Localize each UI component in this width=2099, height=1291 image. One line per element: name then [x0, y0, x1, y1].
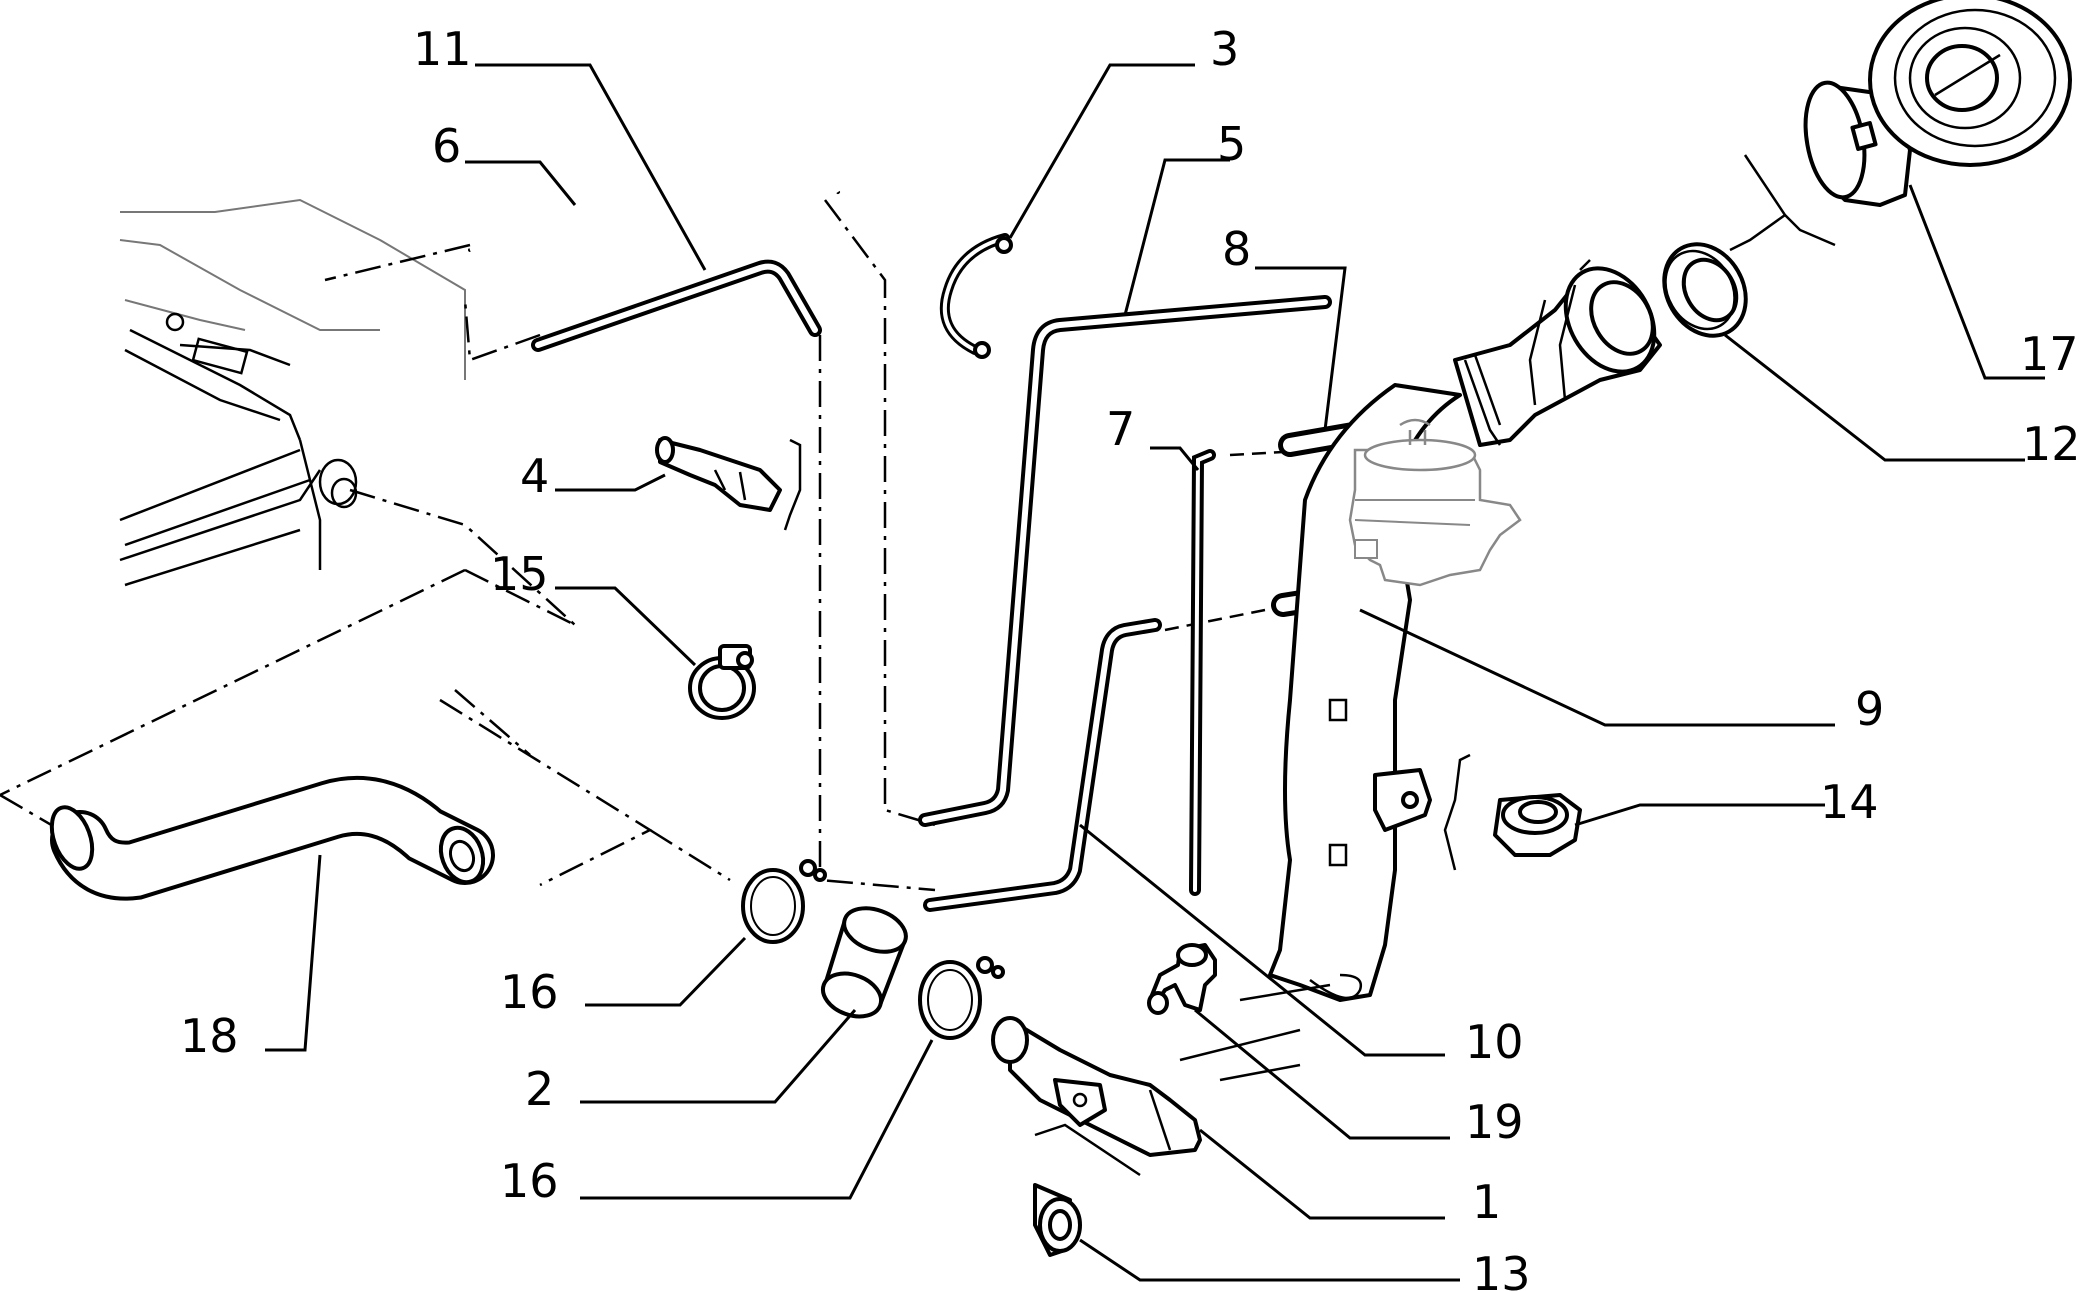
hose-clamp-15 — [688, 644, 756, 720]
callout-7: 7 — [1106, 402, 1135, 456]
callout-4: 4 — [520, 449, 549, 503]
vent-pipe-10 — [923, 618, 1162, 912]
fuel-cap-17 — [1729, 0, 2072, 252]
callout-17: 17 — [2020, 327, 2079, 381]
callout-13: 13 — [1472, 1247, 1531, 1291]
callout-14: 14 — [1820, 775, 1879, 829]
gasket-12 — [1662, 242, 1748, 338]
elbow-1 — [991, 1016, 1202, 1177]
evaporative-canister — [1348, 418, 1522, 587]
breather-pipe-6 — [468, 144, 841, 253]
callout-11: 11 — [413, 22, 472, 76]
callout-16-upper: 16 — [500, 965, 559, 1019]
leader-lines — [265, 63, 2045, 1282]
clip-3 — [939, 233, 1013, 359]
callout-16-lower: 16 — [500, 1154, 559, 1208]
vehicle-body-outline — [119, 198, 466, 587]
callout-8: 8 — [1222, 222, 1251, 276]
callout-19: 19 — [1465, 1095, 1524, 1149]
callout-3: 3 — [1210, 22, 1239, 76]
nut-14 — [1493, 793, 1582, 857]
filler-neck-top — [1453, 259, 1662, 447]
sleeve-2 — [820, 906, 908, 1019]
small-pipe-7 — [1189, 449, 1216, 896]
callout-2: 2 — [525, 1062, 554, 1116]
connector-4 — [655, 436, 802, 531]
callout-15: 15 — [490, 547, 549, 601]
vent-pipe-5 — [918, 295, 1332, 827]
callout-6: 6 — [432, 119, 461, 173]
clamp-ring-16-lower — [918, 956, 1005, 1040]
callout-1: 1 — [1472, 1175, 1501, 1229]
filler-hose-18 — [49, 775, 495, 901]
assembly-reference-lines — [0, 199, 1361, 892]
t-piece-19 — [1147, 943, 1217, 1015]
clamp-ring-16-upper — [741, 859, 827, 944]
callout-12: 12 — [2022, 417, 2081, 471]
callout-18: 18 — [180, 1009, 239, 1063]
bolt-13 — [1033, 1183, 1082, 1257]
callout-5: 5 — [1217, 117, 1246, 171]
callout-labels: 11 6 3 5 8 7 4 15 17 12 9 14 18 16 2 16 … — [180, 22, 2081, 1291]
callout-10: 10 — [1465, 1015, 1524, 1069]
callout-9: 9 — [1855, 682, 1884, 736]
breather-pipe-11 — [531, 259, 822, 352]
